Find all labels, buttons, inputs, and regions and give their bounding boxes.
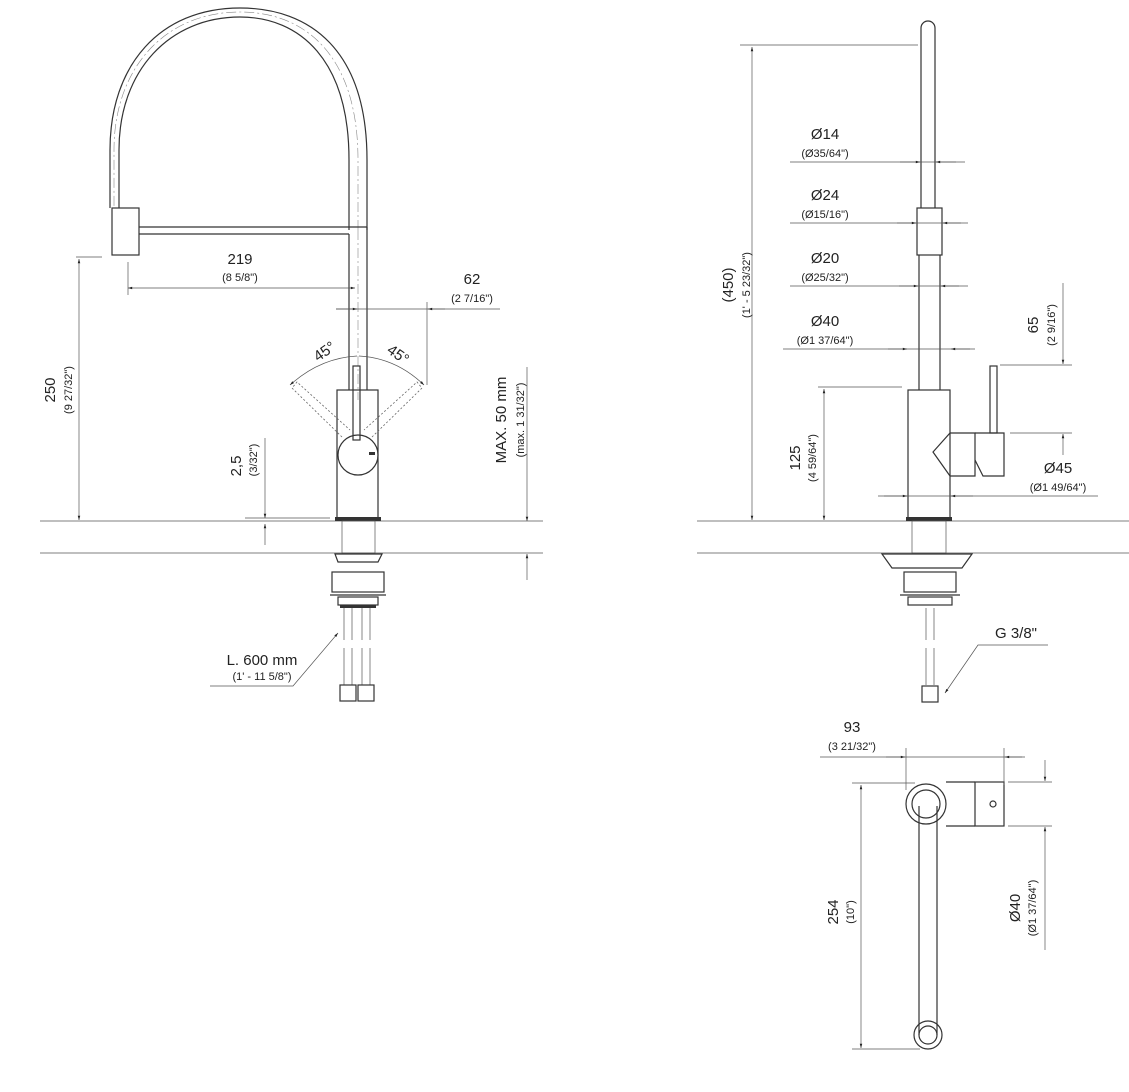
dim-handle-offset: 62	[464, 271, 481, 288]
top-body-circle	[905, 783, 947, 825]
spout-arc-outer2	[109, 7, 368, 230]
dim-top-d40-imperial: (Ø1 37/64")	[1027, 880, 1039, 937]
dim-total-height: (450)	[720, 267, 737, 302]
dim-handle-offset-imperial: (2 7/16")	[451, 293, 493, 305]
dim-body-height: 125	[787, 445, 804, 470]
side-collar	[916, 207, 943, 256]
dim-handle-height: 65	[1025, 317, 1042, 334]
thread-label: G 3/8"	[995, 625, 1037, 642]
handle-hub	[337, 434, 379, 476]
top-handle	[974, 781, 1005, 827]
spray-head	[111, 207, 140, 256]
dim-counter-thickness-imperial: (max. 1 31/32")	[515, 383, 527, 458]
dim-d40-imperial: (Ø1 37/64")	[797, 335, 854, 347]
dim-d24: Ø24	[811, 187, 839, 204]
dim-body-height-imperial: (4 59/64")	[807, 434, 819, 482]
dim-top-width-imperial: (3 21/32")	[828, 741, 876, 753]
dim-spout-reach: 219	[227, 251, 252, 268]
dim-d20: Ø20	[811, 250, 839, 267]
dim-d20-imperial: (Ø25/32")	[801, 272, 848, 284]
side-lever	[989, 365, 998, 434]
dim-top-length-imperial: (10")	[845, 900, 857, 923]
dim-handle-height-imperial: (2 9/16")	[1046, 304, 1058, 346]
dim-total-height-imperial: (1' - 5 23/32")	[741, 252, 753, 318]
top-view: 93 (3 21/32") 254 (10") Ø40 (Ø1 37/64")	[820, 719, 1052, 1050]
spout-arc-outer	[118, 16, 350, 230]
side-view: (450) (1' - 5 23/32") Ø14 (Ø35/64") Ø24 …	[697, 20, 1129, 703]
angle-right: 45°	[384, 341, 412, 368]
angle-left: 45°	[311, 338, 339, 365]
dim-hose-length: L. 600 mm	[227, 652, 298, 669]
top-spout-end	[913, 1020, 943, 1050]
side-tube-top	[920, 20, 936, 208]
dim-d45-imperial: (Ø1 49/64")	[1030, 482, 1087, 494]
dim-spout-reach-imperial: (8 5/8")	[222, 272, 258, 284]
dim-hose-length-imperial: (1' - 11 5/8")	[233, 671, 292, 683]
dim-counter-thickness: MAX. 50 mm	[493, 377, 510, 464]
side-body	[907, 389, 951, 519]
front-view: 219 (8 5/8") 62 (2 7/16") 45° 45° 250 (9…	[40, 7, 543, 702]
dim-d24-imperial: (Ø15/16")	[801, 209, 848, 221]
dim-top-length: 254	[825, 899, 842, 924]
dim-d14-imperial: (Ø35/64")	[801, 148, 848, 160]
dim-d40: Ø40	[811, 313, 839, 330]
faucet-base	[335, 517, 381, 521]
dim-base-gap-imperial: (3/32")	[248, 444, 260, 477]
dim-height-imperial: (9 27/32")	[63, 366, 75, 414]
lever	[352, 365, 361, 441]
dim-height: 250	[42, 377, 59, 402]
dim-top-width: 93	[844, 719, 861, 736]
dim-top-d40: Ø40	[1007, 894, 1024, 922]
dim-base-gap: 2,5	[228, 456, 245, 477]
dim-d45: Ø45	[1044, 460, 1072, 477]
dim-d14: Ø14	[811, 126, 839, 143]
